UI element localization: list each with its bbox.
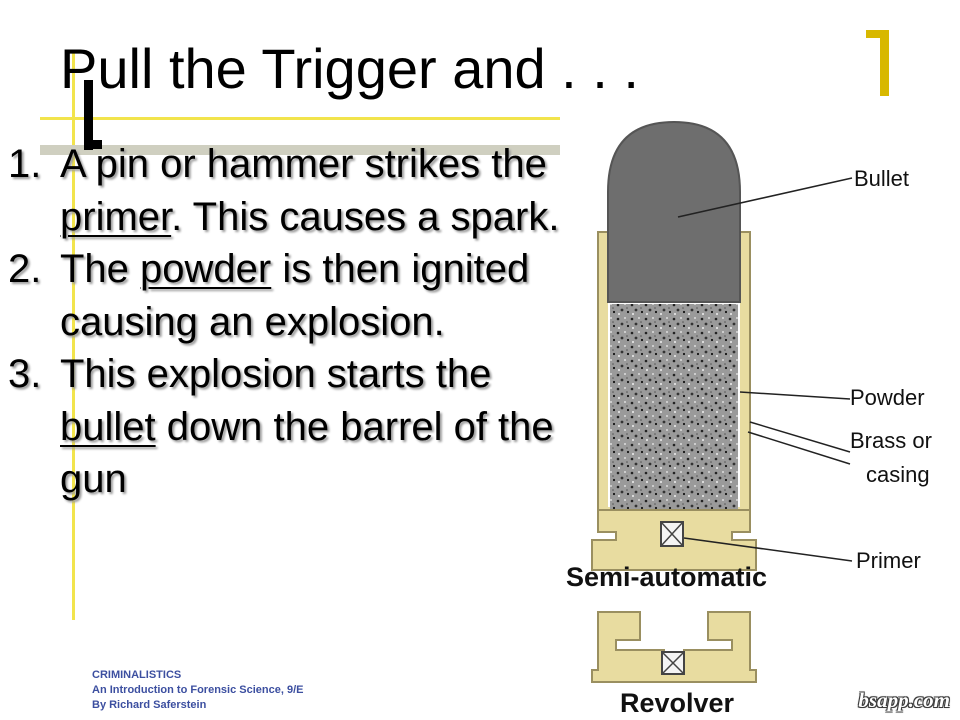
label-semi-automatic: Semi-automatic bbox=[566, 562, 767, 592]
revolver-base bbox=[591, 611, 757, 683]
decor-horizontal-line bbox=[40, 117, 560, 120]
decor-bracket-left bbox=[84, 80, 93, 150]
decor-bracket-left-foot bbox=[84, 140, 102, 149]
label-revolver: Revolver bbox=[620, 688, 735, 718]
term-powder: powder bbox=[140, 247, 272, 291]
label-powder: Powder bbox=[850, 385, 925, 410]
decor-gray-line bbox=[40, 145, 560, 155]
step-item: 3. This explosion starts the bullet down… bbox=[8, 348, 568, 506]
step-number: 2. bbox=[8, 247, 42, 291]
watermark-text: bsapp.com bbox=[858, 688, 950, 712]
revolver-cartridge bbox=[591, 611, 757, 683]
step-item: 2. The powder is then ignited causing an… bbox=[8, 243, 568, 348]
label-bullet: Bullet bbox=[854, 166, 909, 191]
powder-fill bbox=[610, 304, 738, 509]
slide-title: Pull the Trigger and . . . bbox=[60, 37, 639, 100]
semi-auto-cartridge bbox=[591, 120, 757, 571]
term-bullet: bullet bbox=[60, 404, 156, 449]
step-number: 3. bbox=[8, 352, 42, 396]
decor-bracket-right-top bbox=[866, 30, 888, 38]
footer-line-3: By Richard Saferstein bbox=[92, 699, 207, 711]
footer-line-2: An Introduction to Forensic Science, 9/E bbox=[92, 684, 304, 696]
label-casing: casing bbox=[866, 462, 930, 487]
term-primer: primer bbox=[60, 194, 172, 239]
label-brass: Brass or bbox=[850, 428, 932, 453]
footer-line-1: CRIMINALISTICS bbox=[92, 669, 182, 681]
step-item: 1. A pin or hammer strikes the primer. T… bbox=[8, 138, 568, 243]
label-primer: Primer bbox=[856, 548, 921, 573]
decor-bracket-right bbox=[880, 30, 889, 96]
cartridge-diagram: Bullet Powder Brass or casing Primer Sem… bbox=[566, 120, 932, 718]
decor-vertical-line bbox=[72, 50, 75, 620]
footer-citation: CRIMINALISTICS An Introduction to Forens… bbox=[92, 668, 303, 713]
steps-list: 1. A pin or hammer strikes the primer. T… bbox=[8, 138, 568, 506]
bullet-shape bbox=[607, 120, 741, 303]
step-number: 1. bbox=[8, 142, 42, 186]
